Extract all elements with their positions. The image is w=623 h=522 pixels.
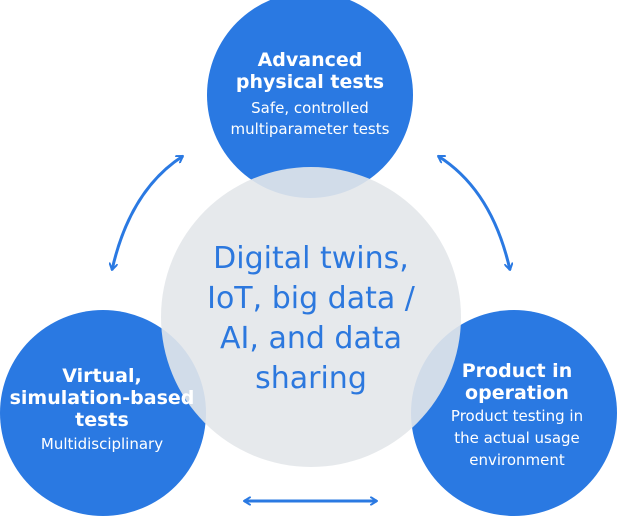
center-line-2: IoT, big data / <box>207 281 416 316</box>
node-top-circle <box>207 0 413 198</box>
arrow-left-top <box>112 154 183 270</box>
node-right-subtitle-2: the actual usage <box>454 429 580 447</box>
node-right-title-2: operation <box>465 382 569 404</box>
node-top-subtitle-1: Safe, controlled <box>251 99 369 117</box>
node-right-circle <box>411 310 617 516</box>
center-line-3: AI, and data <box>220 321 402 356</box>
node-top-title-2: physical tests <box>236 71 384 93</box>
node-right-title-1: Product in <box>462 360 572 382</box>
node-left-title-3: tests <box>75 409 129 431</box>
node-right-subtitle-3: environment <box>469 451 565 469</box>
node-top-subtitle-2: multiparameter tests <box>231 120 390 138</box>
center-line-1: Digital twins, <box>213 241 409 276</box>
arrow-top-right <box>438 154 510 270</box>
node-left-title-1: Virtual, <box>62 365 141 387</box>
node-left-subtitle-1: Multidisciplinary <box>41 435 163 453</box>
node-right-subtitle-1: Product testing in <box>451 407 583 425</box>
node-top-title-1: Advanced <box>258 49 363 71</box>
center-line-4: sharing <box>255 361 367 396</box>
node-left-circle <box>0 310 206 516</box>
node-left-title-2: simulation-based <box>10 387 195 409</box>
center-circle <box>161 167 461 467</box>
